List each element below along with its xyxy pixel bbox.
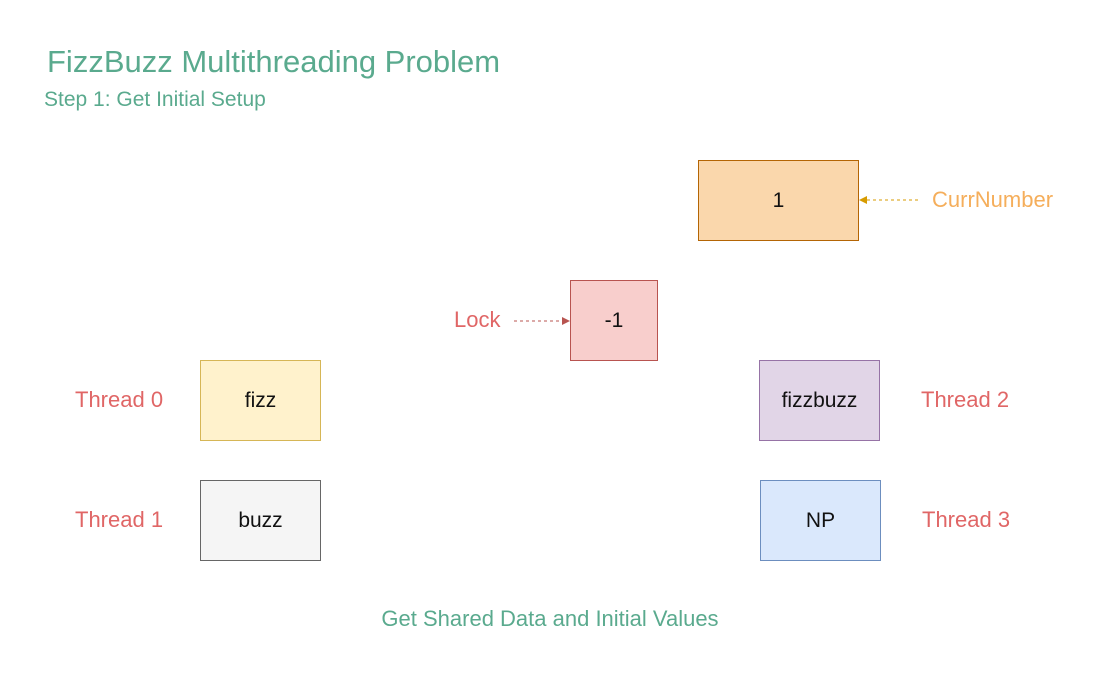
thread-1-box: buzz <box>200 480 321 561</box>
lock-value: -1 <box>604 308 624 332</box>
thread-0-value: fizz <box>244 388 277 412</box>
thread-0-label: Thread 0 <box>75 387 164 412</box>
diagram-title: FizzBuzz Multithreading Problem <box>47 44 501 79</box>
thread-1-label: Thread 1 <box>75 507 164 532</box>
currnumber-label: CurrNumber <box>932 187 1054 212</box>
lock-label: Lock <box>454 307 501 332</box>
thread-2-value: fizzbuzz <box>781 388 858 412</box>
currnumber-box: 1 <box>698 160 859 241</box>
thread-3-box: NP <box>760 480 881 561</box>
thread-0-box: fizz <box>200 360 321 441</box>
lock-box: -1 <box>570 280 658 361</box>
currnumber-value: 1 <box>772 188 785 212</box>
thread-3-label: Thread 3 <box>922 507 1011 532</box>
thread-2-label: Thread 2 <box>921 387 1010 412</box>
thread-3-value: NP <box>805 508 836 532</box>
diagram-caption: Get Shared Data and Initial Values <box>381 606 719 631</box>
diagram-subtitle: Step 1: Get Initial Setup <box>44 88 266 111</box>
thread-1-value: buzz <box>238 508 283 532</box>
thread-2-box: fizzbuzz <box>759 360 880 441</box>
